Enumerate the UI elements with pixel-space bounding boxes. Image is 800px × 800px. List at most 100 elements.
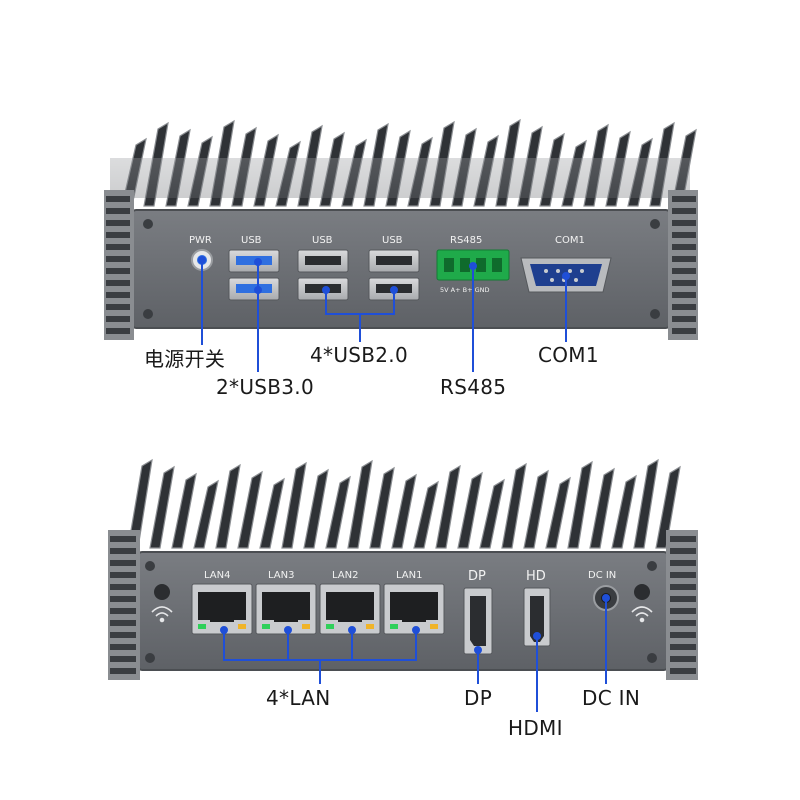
callout-dp: DP (464, 686, 493, 710)
screw (650, 309, 660, 319)
rs485-terminal-block[interactable] (436, 249, 510, 281)
side-fin (110, 548, 136, 554)
front-chassis-top (110, 158, 690, 198)
heatsink-fin (391, 473, 417, 549)
heatsink-fin (567, 460, 593, 549)
link-led (262, 624, 270, 629)
screw (650, 219, 660, 229)
side-fin (110, 596, 136, 602)
side-fin (670, 632, 696, 638)
com1-port-label: COM1 (555, 235, 585, 246)
activity-led (430, 624, 438, 629)
side-fin (106, 232, 130, 238)
callout-dc-in: DC IN (582, 686, 641, 710)
side-fin (110, 644, 136, 650)
side-fin (106, 268, 130, 274)
side-fin (670, 620, 696, 626)
dc-in-port-label: DC IN (588, 570, 616, 581)
side-fin (672, 304, 696, 310)
side-fin (670, 548, 696, 554)
side-fin (670, 644, 696, 650)
rj45-lan-port[interactable] (383, 583, 445, 635)
activity-led (238, 624, 246, 629)
side-fin (670, 584, 696, 590)
heatsink-fin (589, 467, 615, 549)
heatsink-fin (435, 464, 461, 549)
usb2-port[interactable] (368, 249, 420, 273)
antenna-mount-left (154, 584, 170, 600)
activity-led (366, 624, 374, 629)
side-fin (110, 656, 136, 662)
side-fin (106, 316, 130, 322)
heatsink-fin (413, 480, 439, 549)
side-fin (672, 232, 696, 238)
side-fin (110, 668, 136, 674)
heatsink-fin (259, 477, 285, 549)
heatsink-fin (523, 469, 549, 549)
lan4-port-label: LAN4 (204, 570, 230, 581)
front-chassis-side-right (668, 190, 698, 340)
front-side-fins-right (672, 196, 696, 334)
displayport[interactable] (463, 587, 493, 655)
side-fin (670, 596, 696, 602)
side-fin (670, 560, 696, 566)
side-fin (670, 608, 696, 614)
usb3-port-label: USB (241, 235, 262, 246)
side-fin (670, 668, 696, 674)
heatsink-fin (501, 462, 527, 549)
dp-port-label: DP (468, 569, 486, 584)
heatsink-fin (633, 458, 659, 549)
usb2-port-label-right: USB (382, 235, 403, 246)
screw (145, 561, 155, 571)
side-fin (106, 220, 130, 226)
usb3-port-bottom[interactable] (228, 277, 280, 301)
side-fin (670, 536, 696, 542)
activity-led (302, 624, 310, 629)
side-fin (110, 560, 136, 566)
rear-side-fins-right (670, 536, 696, 674)
side-fin (106, 196, 130, 202)
pwr-port-label: PWR (189, 235, 212, 246)
rear-heatsink-fins (127, 458, 681, 549)
side-fin (106, 280, 130, 286)
heatsink-fin (457, 471, 483, 549)
rear-side-fins-left (110, 536, 136, 674)
callout-rs485: RS485 (440, 375, 507, 399)
screw (143, 219, 153, 229)
heatsink-fin (369, 466, 395, 549)
side-fin (672, 256, 696, 262)
rs485-port-label: RS485 (450, 235, 482, 246)
hdmi-port[interactable] (523, 587, 551, 647)
link-led (198, 624, 206, 629)
side-fin (106, 292, 130, 298)
side-fin (672, 244, 696, 250)
side-fin (106, 256, 130, 262)
lan2-port-label: LAN2 (332, 570, 358, 581)
side-fin (672, 292, 696, 298)
heatsink-fin (545, 476, 571, 549)
front-device: PWR USB USB USB (104, 118, 698, 340)
heatsink-fin (215, 463, 241, 549)
side-fin (672, 220, 696, 226)
front-side-fins-left (106, 196, 130, 334)
usb2-port[interactable] (297, 249, 349, 273)
hdmi-port-label: HD (526, 569, 546, 584)
usb3-port-top[interactable] (228, 249, 280, 273)
rear-chassis-side-right (666, 530, 698, 680)
rj45-lan-port[interactable] (319, 583, 381, 635)
rear-device: LAN4 LAN3 LAN2 LAN1 DP HD DC IN (108, 458, 698, 680)
lan1-port-label: LAN1 (396, 570, 422, 581)
side-fin (106, 244, 130, 250)
usb2-port-label-left: USB (312, 235, 333, 246)
heatsink-fin (281, 461, 307, 549)
side-fin (670, 572, 696, 578)
side-fin (106, 328, 130, 334)
rear-chassis-side-left (108, 530, 140, 680)
rj45-lan-port[interactable] (191, 583, 253, 635)
rj45-lan-port[interactable] (255, 583, 317, 635)
side-fin (110, 584, 136, 590)
link-led (390, 624, 398, 629)
screw (647, 653, 657, 663)
side-fin (672, 268, 696, 274)
